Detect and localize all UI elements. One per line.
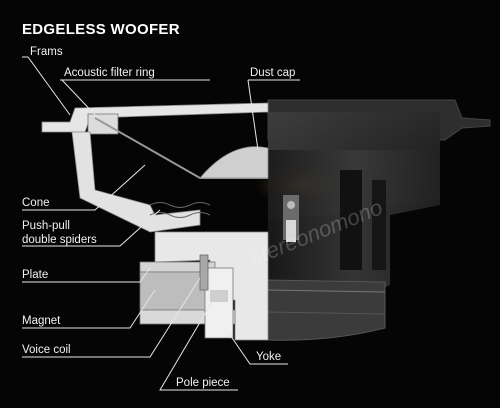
label-dust-cap: Dust cap [250,67,295,79]
label-magnet: Magnet [22,315,61,327]
label-filter-ring: Acoustic filter ring [64,67,155,79]
label-voice-coil: Voice coil [22,344,71,356]
leader-filter-ring [61,79,99,119]
label-yoke: Yoke [256,351,281,363]
leader-magnet [22,289,156,329]
label-spiders-line2: double spiders [22,234,97,246]
label-spiders-line1: Push-pull [22,220,70,232]
leader-yoke [227,331,288,365]
part-labels: Frams Acoustic filter ring Dust cap Cone… [22,46,295,389]
leader-lines [22,56,300,391]
leader-pole-piece [159,301,238,391]
label-plate: Plate [22,269,48,281]
label-cone: Cone [22,197,50,209]
leader-cone [22,164,146,211]
speaker-body [255,99,491,341]
label-frame: Frams [30,46,63,58]
leader-frame [22,56,71,116]
leader-plate [22,267,151,283]
diagram-title: EDGELESS WOOFER [22,21,180,38]
leader-dust-cap [247,79,259,151]
label-pole-piece: Pole piece [176,377,230,389]
cutaway-section [41,102,269,341]
leader-voice-coil [22,277,201,358]
leader-spiders [22,209,161,247]
